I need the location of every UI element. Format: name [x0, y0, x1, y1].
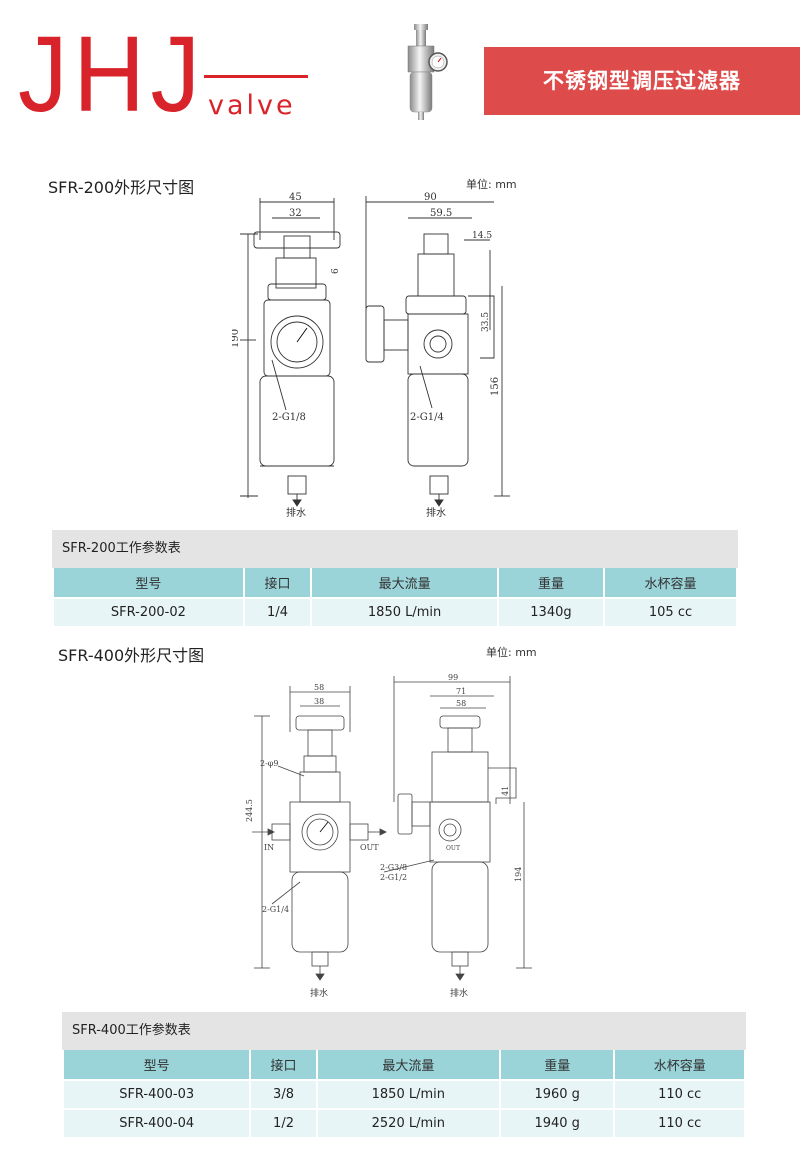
cell-model: SFR-400-04 — [64, 1108, 250, 1137]
sfr400-table-title: SFR-400工作参数表 — [62, 1012, 746, 1050]
col-max-flow: 最大流量 — [312, 568, 497, 597]
cell-bowl-capacity: 110 cc — [615, 1108, 744, 1137]
sfr200-dim-156: 156 — [490, 377, 501, 396]
sfr400-front-port-a: 2-φ9 — [260, 759, 278, 768]
product-title-banner: 不锈钢型调压过滤器 — [484, 47, 800, 115]
cell-weight: 1340g — [498, 597, 603, 626]
logo-subtitle: valve — [208, 90, 296, 121]
table-header-row: 型号 接口 最大流量 重量 水杯容量 — [54, 568, 736, 597]
sfr200-front-drain: 排水 — [286, 506, 306, 519]
sfr200-dim-width-14: 14.5 — [472, 231, 492, 241]
sfr200-dim-width-90: 90 — [424, 192, 437, 203]
sfr200-dim-33: 33.5 — [481, 312, 491, 332]
jhj-logo: JHJ valve — [18, 20, 318, 132]
sfr200-side-view: 90 59.5 14.5 33.5 156 2-G1/4 排水 — [365, 192, 510, 519]
sfr400-side-port-1: 2-G3/8 — [380, 863, 407, 872]
sfr400-in-label: IN — [264, 843, 274, 852]
table-header-row: 型号 接口 最大流量 重量 水杯容量 — [64, 1050, 744, 1079]
sfr200-dim-height: 190 — [232, 329, 241, 348]
cell-max-flow: 1850 L/min — [317, 1079, 499, 1108]
sfr200-param-table-box: SFR-200工作参数表 型号 接口 最大流量 重量 水杯容量 SFR-200-… — [52, 530, 738, 626]
cell-model: SFR-200-02 — [54, 597, 243, 626]
col-max-flow: 最大流量 — [317, 1050, 499, 1079]
sfr200-side-drain: 排水 — [426, 506, 446, 519]
sfr400-front-view: 58 38 244.5 2-φ9 IN OUT 2-G1/4 排水 — [245, 683, 387, 999]
sfr400-dim-width-58-side: 58 — [456, 699, 466, 708]
col-port: 接口 — [244, 568, 311, 597]
sfr200-param-table: 型号 接口 最大流量 重量 水杯容量 SFR-200-02 1/4 1850 L… — [52, 568, 738, 626]
cell-weight: 1940 g — [501, 1108, 614, 1137]
sfr400-side-view: 99 71 58 41 194 OUT 2-G3/8 2-G1/2 排水 — [380, 673, 532, 999]
sfr200-table-title: SFR-200工作参数表 — [52, 530, 738, 568]
sfr200-front-port: 2-G1/8 — [272, 412, 306, 423]
cell-max-flow: 1850 L/min — [312, 597, 497, 626]
sfr400-side-drain: 排水 — [450, 987, 468, 999]
sfr200-drawing-title: SFR-200外形尺寸图 — [48, 178, 195, 197]
cell-bowl-capacity: 105 cc — [605, 597, 736, 626]
col-bowl-capacity: 水杯容量 — [605, 568, 736, 597]
cell-port: 1/2 — [251, 1108, 316, 1137]
sfr200-unit-label: 单位: mm — [466, 178, 517, 191]
sfr200-dim-6: 6 — [331, 268, 341, 274]
col-model: 型号 — [54, 568, 243, 597]
col-weight: 重量 — [501, 1050, 614, 1079]
sfr400-dim-width-38: 38 — [314, 697, 324, 706]
logo-rule — [204, 75, 308, 78]
product-photo — [392, 22, 452, 122]
sfr200-dim-width-45: 45 — [289, 192, 302, 203]
col-bowl-capacity: 水杯容量 — [615, 1050, 744, 1079]
sfr200-dim-width-32: 32 — [289, 208, 302, 219]
sfr200-dim-width-59: 59.5 — [430, 208, 452, 219]
sfr400-out-label: OUT — [360, 843, 379, 852]
sfr400-front-drain: 排水 — [310, 987, 328, 999]
cell-port: 1/4 — [244, 597, 311, 626]
sfr400-param-table-box: SFR-400工作参数表 型号 接口 最大流量 重量 水杯容量 SFR-400-… — [62, 1012, 746, 1137]
table-row: SFR-200-02 1/4 1850 L/min 1340g 105 cc — [54, 597, 736, 626]
cell-port: 3/8 — [251, 1079, 316, 1108]
sfr400-out-small-label: OUT — [446, 845, 460, 852]
logo-letters: JHJ — [18, 13, 206, 134]
table-row: SFR-400-04 1/2 2520 L/min 1940 g 110 cc — [64, 1108, 744, 1137]
sfr400-drawing-title: SFR-400外形尺寸图 — [58, 646, 205, 665]
sfr200-dimension-drawing: 190 45 32 6 2-G1/8 排水 — [232, 190, 512, 520]
sfr400-dim-width-58: 58 — [314, 683, 324, 692]
sfr200-side-port: 2-G1/4 — [410, 412, 444, 423]
cell-model: SFR-400-03 — [64, 1079, 250, 1108]
table-row: SFR-400-03 3/8 1850 L/min 1960 g 110 cc — [64, 1079, 744, 1108]
cell-weight: 1960 g — [501, 1079, 614, 1108]
sfr400-unit-label: 单位: mm — [486, 646, 537, 659]
sfr200-front-view: 190 45 32 6 2-G1/8 排水 — [232, 192, 341, 519]
sfr400-front-port: 2-G1/4 — [262, 905, 289, 914]
sfr400-dim-width-71: 71 — [456, 687, 466, 696]
col-weight: 重量 — [498, 568, 603, 597]
sfr400-dimension-drawing: 58 38 244.5 2-φ9 IN OUT 2-G1/4 排水 — [234, 672, 534, 1006]
col-port: 接口 — [251, 1050, 316, 1079]
sfr400-dim-41: 41 — [501, 786, 510, 796]
cell-max-flow: 2520 L/min — [317, 1108, 499, 1137]
sfr400-dim-height: 244.5 — [245, 799, 254, 822]
sfr400-side-port-2: 2-G1/2 — [380, 873, 407, 882]
cell-bowl-capacity: 110 cc — [615, 1079, 744, 1108]
sfr400-dim-width-99: 99 — [448, 673, 458, 682]
col-model: 型号 — [64, 1050, 250, 1079]
sfr400-dim-194: 194 — [514, 867, 523, 882]
sfr400-param-table: 型号 接口 最大流量 重量 水杯容量 SFR-400-03 3/8 1850 L… — [62, 1050, 746, 1137]
